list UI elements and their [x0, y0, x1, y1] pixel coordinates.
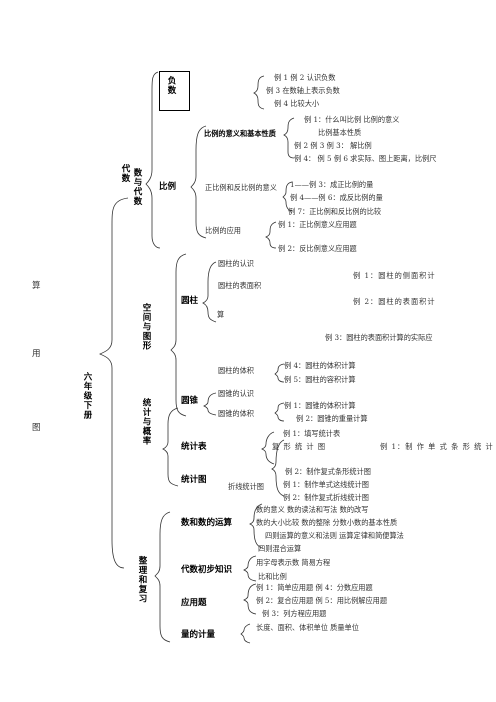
ratio-app-label: 比例的应用	[205, 226, 241, 235]
review-word-title: 应用题	[181, 598, 207, 608]
ratio-app-brace	[265, 221, 277, 249]
branch-number-algebra-sub: 代数	[120, 164, 130, 183]
branch-review: 整理和复习	[137, 556, 147, 604]
ratio-direct-item: 例 4——例 6：成反比例的量	[290, 193, 383, 202]
ratio-meaning-label: 比例的意义和基本性质	[204, 129, 276, 138]
cone-volume-item: 例 1：圆锥的体积计算	[284, 401, 356, 410]
review-numbers-item: 数的意义 数的读法和写法 数的改写	[256, 505, 369, 514]
negative-title: 负数	[166, 76, 176, 95]
stat-chart-item: 例 2：制作复式条形统计图	[285, 467, 371, 476]
stat-chart-item: 例 1：制作单式这线统计图	[283, 480, 369, 489]
cylinder-title: 圆柱	[181, 296, 199, 306]
ratio-app-item: 例 2：反比例意义应用题	[278, 244, 357, 253]
number-algebra-brace	[145, 71, 161, 249]
stat-chart-brace	[271, 439, 285, 497]
review-word-item: 例 1：简单应用题 例 4：分数应用题	[256, 583, 373, 592]
cylinder-item: 例 2：圆柱的表面积计	[353, 297, 436, 306]
root-node: 六年级下册	[82, 372, 92, 420]
ratio-app-item: 例 1：正比例意义应用题	[278, 220, 357, 229]
negative-brace	[253, 75, 265, 110]
stat-table-item: 复 形 统 计 图	[272, 442, 327, 451]
statistics-brace	[162, 407, 179, 487]
cylinder-item: 例 1：圆柱的侧面积计	[353, 271, 436, 280]
ratio-meaning-item: 例 2 例 3 例 3： 解比例	[294, 141, 372, 150]
margin-char-1: 算	[32, 281, 41, 291]
stat-table-title: 统计表	[181, 442, 207, 452]
negative-item: 例 3 在数轴上表示负数	[266, 86, 340, 95]
stat-table-item: 例 1：填写统计表	[283, 429, 341, 438]
review-measure-item: 长度、面积、体积单位 质量单位	[256, 623, 359, 632]
cone-brace	[203, 392, 217, 416]
cylinder-volume-item: 例 5：圆柱的容积计算	[284, 375, 356, 384]
branch-statistics: 统计与概率	[141, 398, 151, 446]
stat-table-item: 例 1：制 作 单 式 条 形 统 计	[380, 442, 494, 451]
stat-chart-item: 例 2：制作复式折线统计图	[283, 493, 369, 502]
review-algebra-item: 比和比例	[258, 572, 287, 581]
margin-char-3: 图	[32, 423, 41, 433]
cylinder-recognize: 圆柱的认识	[218, 259, 254, 268]
review-word-item: 例 2：复合应用题 例 5：用比例解应用题	[256, 596, 388, 605]
branch-number-algebra: 数与代数	[132, 168, 142, 206]
cone-volume-item: 例 2：圆锥的重量计算	[296, 414, 368, 423]
margin-char-2: 用	[32, 349, 41, 359]
review-word-item: 例 3：列方程应用题	[262, 609, 327, 618]
review-algebra-brace	[243, 555, 257, 582]
ratio-meaning-item: 例 4： 例 5 例 6 求实际、图上距离，比例尺	[294, 154, 437, 163]
review-brace	[154, 511, 171, 643]
cylinder-brace	[202, 261, 217, 323]
ratio-direct-item: 1——例 3：成正比例的量	[290, 180, 374, 189]
cylinder-surface-cont: 算	[217, 310, 225, 319]
cylinder-surface: 圆柱的表面积	[218, 281, 262, 290]
stat-chart-title: 统计图	[181, 475, 207, 485]
ratio-title: 比例	[159, 182, 177, 192]
ratio-direct-brace	[282, 181, 293, 212]
cylinder-volume-item: 例 4：圆柱的体积计算	[284, 361, 356, 370]
review-word-brace	[243, 583, 257, 615]
cone-volume: 圆锥的体积	[218, 409, 254, 418]
review-numbers-brace	[249, 503, 263, 549]
review-numbers-title: 数和数的运算	[181, 518, 233, 528]
root-brace	[99, 197, 129, 569]
cylinder-volume-brace	[274, 363, 285, 383]
cylinder-volume: 圆柱的体积	[218, 366, 254, 375]
ratio-direct-item: 例 7：正比例和反比例的比较	[288, 207, 382, 216]
review-numbers-item: 四则运算的意义和法则 运算定律和简便算法	[265, 531, 404, 540]
negative-box	[159, 71, 190, 111]
cylinder-item: 例 3：圆柱的表面积计算的实际应	[325, 333, 433, 342]
review-measure-brace	[240, 623, 251, 644]
review-algebra-title: 代数初步知识	[181, 565, 233, 575]
review-measure-title: 量的计量	[181, 630, 216, 640]
negative-item: 例 4 比较大小	[274, 99, 320, 108]
ratio-direct-label: 正比例和反比例的意义	[205, 183, 277, 192]
ratio-meaning-item: 比例基本性质	[318, 128, 362, 137]
cone-title: 圆锥	[181, 396, 199, 406]
stat-table-brace	[261, 431, 275, 465]
ratio-brace	[190, 125, 207, 239]
review-numbers-item: 四则混合运算	[258, 544, 302, 553]
review-algebra-item: 用字母表示数 简易方程	[256, 558, 331, 567]
stat-chart-line-label: 折线统计图	[228, 482, 264, 491]
cone-volume-brace	[274, 402, 285, 422]
branch-space-graphics: 空间与图形	[141, 303, 151, 351]
negative-item: 例 1 例 2 认识负数	[274, 73, 336, 82]
review-numbers-item: 数的大小比较 数的整除 分数小数的基本性质	[256, 518, 398, 527]
ratio-meaning-brace	[283, 117, 295, 159]
ratio-meaning-item: 例 1：什么叫比例 比例的意义	[304, 115, 400, 124]
cone-recognize: 圆锥的认识	[218, 389, 254, 398]
space-graphics-brace	[170, 253, 187, 417]
